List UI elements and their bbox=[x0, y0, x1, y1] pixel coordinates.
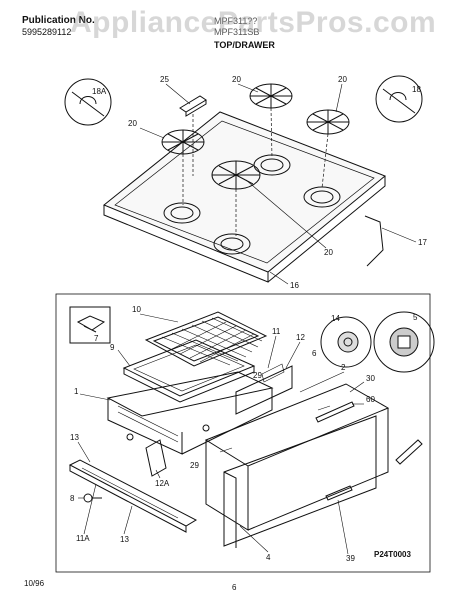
callout-2: 2 bbox=[341, 363, 346, 372]
broiler-pan bbox=[122, 339, 256, 403]
model-number-2: MPF311SB bbox=[214, 27, 260, 37]
callout-16: 16 bbox=[290, 281, 299, 290]
burner-hole-front-right bbox=[213, 233, 251, 255]
callout-12: 12 bbox=[296, 333, 305, 342]
callout-18a: 18A bbox=[92, 87, 107, 96]
footer-date: 10/96 bbox=[24, 579, 45, 588]
part-25-bracket bbox=[179, 95, 207, 117]
grate-center bbox=[211, 160, 261, 190]
inset-14 bbox=[320, 316, 372, 368]
callout-20-c: 20 bbox=[128, 119, 137, 128]
trim-strip-39 bbox=[325, 485, 353, 501]
inset-7 bbox=[69, 306, 111, 344]
callout-11a: 11A bbox=[76, 534, 90, 543]
callout-leaders bbox=[77, 83, 417, 555]
callout-30: 30 bbox=[366, 374, 375, 383]
callout-18: 18 bbox=[412, 85, 421, 94]
callout-17: 17 bbox=[418, 238, 427, 247]
grate-right bbox=[306, 109, 350, 135]
side-bracket bbox=[235, 363, 293, 415]
grate-center-top bbox=[249, 83, 293, 109]
callout-29-b: 29 bbox=[190, 461, 199, 470]
callout-20-b: 20 bbox=[338, 75, 347, 84]
screw-8 bbox=[83, 493, 102, 503]
drawer-face bbox=[223, 415, 377, 548]
cooktop bbox=[103, 111, 386, 283]
model-number-1: MPF311?? bbox=[214, 16, 258, 26]
trim-strip-right bbox=[395, 439, 423, 465]
callout-25: 25 bbox=[160, 75, 169, 84]
figure-code: P24T0003 bbox=[374, 550, 411, 559]
screw-small bbox=[126, 433, 134, 441]
inset-18a bbox=[64, 78, 112, 126]
section-title: TOP/DRAWER bbox=[214, 40, 275, 50]
callout-8: 8 bbox=[70, 494, 75, 503]
bracket-12a bbox=[145, 439, 167, 477]
callout-14: 14 bbox=[331, 314, 340, 323]
burner-hole-front-left bbox=[163, 202, 201, 224]
broiler-pan-insert bbox=[144, 311, 268, 367]
callout-20-a: 20 bbox=[232, 75, 241, 84]
callout-6: 6 bbox=[312, 349, 317, 358]
callout-7: 7 bbox=[94, 334, 99, 343]
drawer-body bbox=[106, 371, 274, 455]
callout-10: 10 bbox=[132, 305, 141, 314]
callout-9: 9 bbox=[110, 343, 115, 352]
publication-number: 5995289112 bbox=[22, 27, 72, 37]
drawer-slide bbox=[68, 459, 198, 533]
screw-29 bbox=[202, 424, 210, 432]
callout-29-a: 29 bbox=[253, 371, 262, 380]
grate-left bbox=[161, 129, 205, 155]
callout-1: 1 bbox=[74, 387, 79, 396]
drawer-frame-box bbox=[55, 293, 431, 573]
callout-20-d: 20 bbox=[324, 248, 333, 257]
callout-11: 11 bbox=[272, 327, 281, 336]
callout-60: 60 bbox=[366, 395, 375, 404]
callout-5: 5 bbox=[413, 313, 418, 322]
callout-13-b: 13 bbox=[120, 535, 129, 544]
page-number: 6 bbox=[232, 583, 237, 592]
drawer-front-panel bbox=[204, 383, 390, 531]
callout-13-a: 13 bbox=[70, 433, 79, 442]
inset-5 bbox=[373, 311, 435, 373]
part-60-rail bbox=[315, 401, 355, 423]
part-17-rod bbox=[364, 215, 384, 267]
callout-12a: 12A bbox=[155, 479, 170, 488]
callout-4: 4 bbox=[266, 553, 271, 562]
callout-labels: 25 20 20 20 20 18A 18 17 16 10 7 9 11 12… bbox=[70, 75, 427, 563]
inset-18 bbox=[375, 75, 423, 123]
callout-39: 39 bbox=[346, 554, 355, 563]
publication-label: Publication No. bbox=[22, 15, 95, 26]
burner-hole-rear-right bbox=[303, 186, 341, 208]
